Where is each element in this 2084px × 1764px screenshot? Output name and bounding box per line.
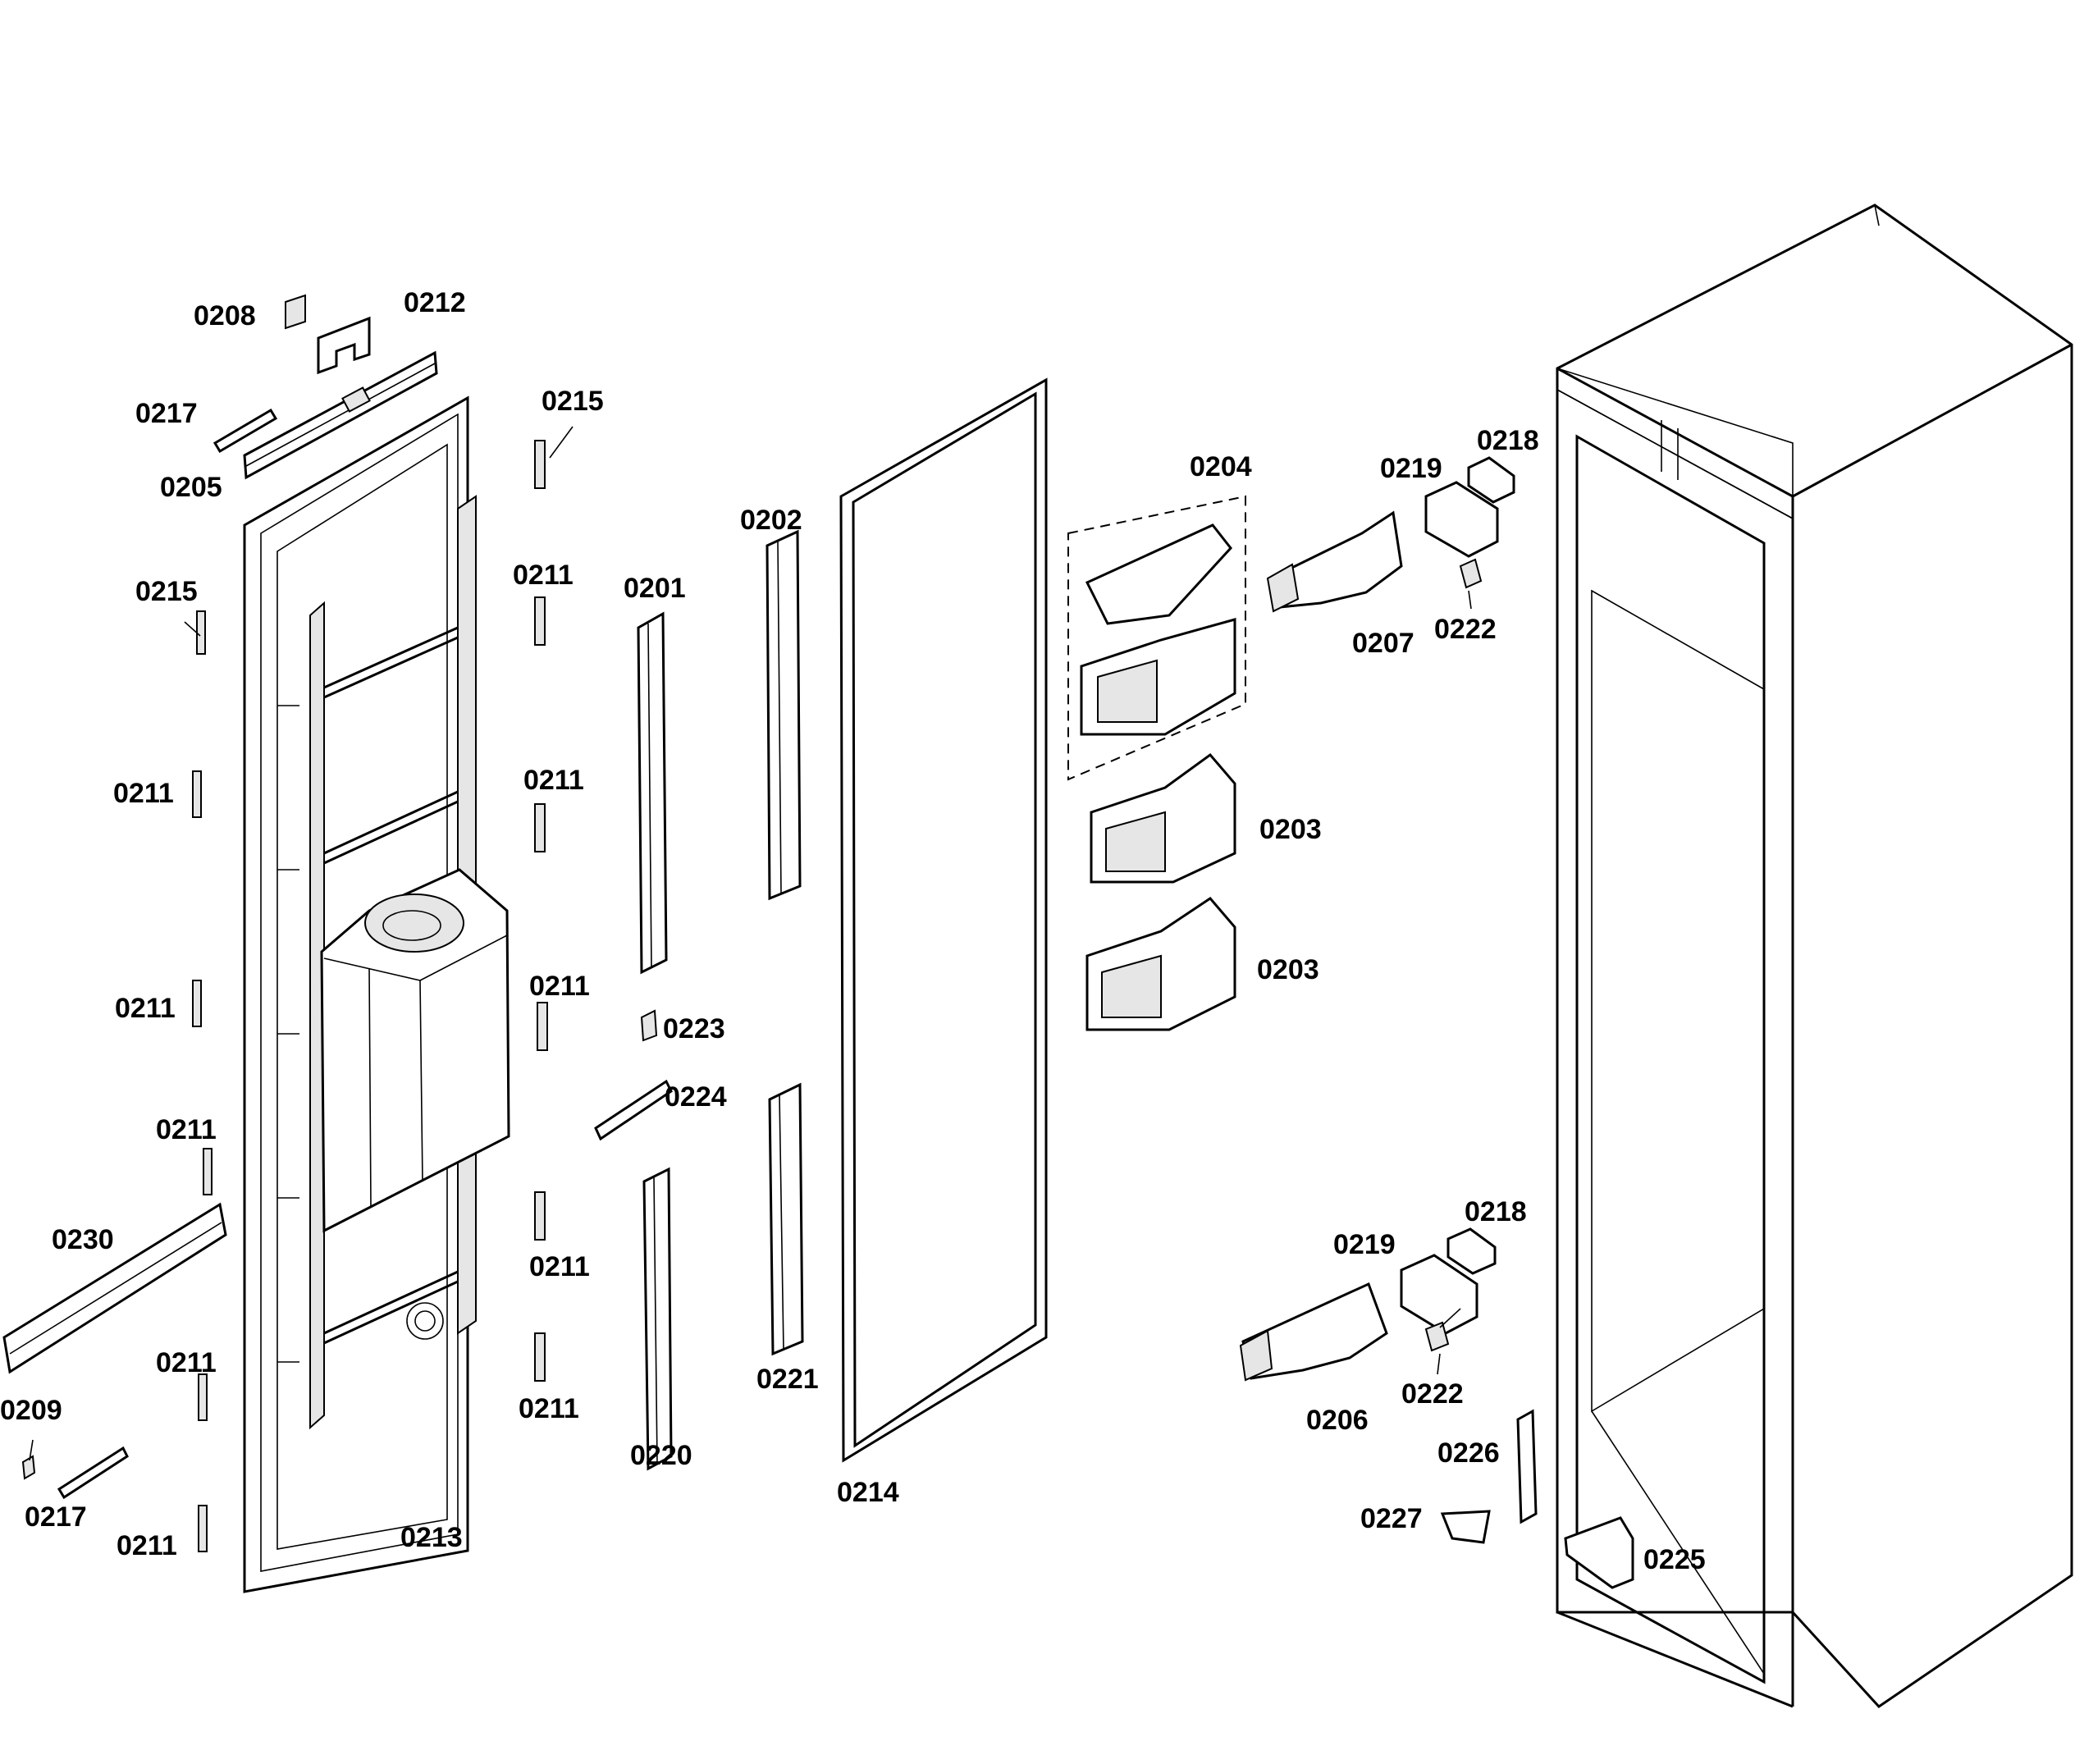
part-0211-left-2 [192, 980, 202, 1027]
part-0214 [839, 377, 1048, 1463]
label-0204: 0204 [1190, 451, 1252, 482]
leader-lines [29, 426, 1472, 1461]
trim-strips [637, 529, 804, 1471]
label-0206: 0206 [1306, 1405, 1369, 1436]
label-0211-l4: 0211 [156, 1347, 217, 1378]
label-0224: 0224 [665, 1081, 727, 1113]
part-0222-upper [1459, 558, 1483, 589]
label-0215-right: 0215 [542, 386, 604, 417]
door-bins [1067, 495, 1246, 1031]
part-0201 [637, 611, 668, 975]
part-0211-left-4 [198, 1373, 208, 1421]
part-0204-outline [1067, 495, 1246, 781]
part-0220 [642, 1167, 673, 1471]
part-0218-upper [1467, 456, 1515, 504]
label-0221: 0221 [756, 1364, 819, 1395]
label-0219-upper: 0219 [1380, 453, 1442, 484]
part-0215-left [196, 610, 206, 655]
part-0226 [1516, 1409, 1538, 1524]
label-0211-l3: 0211 [156, 1114, 217, 1145]
part-0218-lower [1446, 1227, 1497, 1275]
part-0211-mid-3 [537, 1002, 548, 1051]
part-0211-mid-5 [534, 1332, 546, 1382]
label-0208: 0208 [194, 300, 256, 331]
label-0219-lower: 0219 [1333, 1229, 1396, 1260]
door-0213 [243, 395, 510, 1593]
part-0215-right [534, 440, 546, 489]
part-0221 [768, 1082, 804, 1356]
part-0224 [594, 1079, 673, 1141]
label-0215-left: 0215 [135, 576, 198, 607]
label-0202: 0202 [740, 505, 802, 536]
top-hinge-parts [213, 294, 438, 480]
left-clips [2, 610, 227, 1552]
part-0222-lower [1424, 1321, 1450, 1352]
label-0223: 0223 [663, 1013, 725, 1044]
label-0211-l5: 0211 [117, 1530, 177, 1561]
label-0211-m5: 0211 [519, 1393, 579, 1424]
label-0209: 0209 [0, 1395, 62, 1426]
label-0213: 0213 [400, 1522, 463, 1553]
label-0217-top: 0217 [135, 398, 198, 429]
part-0217-bottom [57, 1446, 129, 1500]
lower-hinge [1239, 1227, 1634, 1589]
label-0217-bottom: 0217 [25, 1501, 87, 1533]
label-0212: 0212 [404, 287, 466, 318]
part-0223 [640, 1009, 658, 1042]
part-0212 [317, 316, 371, 375]
part-0225 [1564, 1516, 1634, 1589]
label-0211-l1: 0211 [113, 778, 174, 809]
refrigerator-cabinet [1556, 203, 2073, 1708]
part-0211-left-1 [192, 770, 202, 818]
part-0227 [1440, 1510, 1491, 1544]
part-labels: 0208 0212 0217 0205 0215 0211 0211 0211 … [0, 287, 1706, 1575]
label-0211-m2: 0211 [523, 765, 584, 796]
middle-clips [534, 440, 673, 1382]
label-0225: 0225 [1643, 1544, 1706, 1575]
part-0219-upper [1424, 481, 1499, 558]
part-0206 [1241, 1282, 1388, 1380]
upper-hinge [1266, 456, 1515, 613]
label-0201: 0201 [624, 573, 686, 604]
part-0207 [1268, 510, 1403, 609]
label-0207: 0207 [1352, 628, 1414, 659]
label-0218-lower: 0218 [1465, 1196, 1527, 1227]
label-0227: 0227 [1360, 1503, 1423, 1534]
part-0211-left-3 [203, 1148, 213, 1195]
label-0226: 0226 [1437, 1437, 1500, 1469]
label-0203-lower: 0203 [1257, 954, 1319, 985]
label-0222-lower: 0222 [1401, 1378, 1464, 1410]
label-0222-upper: 0222 [1434, 614, 1497, 645]
label-0211-m1: 0211 [513, 560, 574, 591]
part-0219-lower [1400, 1254, 1478, 1335]
part-0217-top [213, 408, 278, 454]
label-0205: 0205 [160, 472, 222, 503]
part-0209 [21, 1455, 36, 1480]
label-0203-upper: 0203 [1259, 814, 1322, 845]
label-0220: 0220 [630, 1440, 692, 1471]
part-0211-mid-1 [534, 596, 546, 646]
label-0218-upper: 0218 [1477, 425, 1539, 456]
part-0211-mid-4 [534, 1191, 546, 1241]
part-0211-left-5 [198, 1505, 208, 1552]
part-0202 [766, 529, 802, 901]
part-0208 [285, 294, 306, 330]
part-0211-mid-2 [534, 803, 546, 852]
label-0214: 0214 [837, 1477, 899, 1508]
label-0230: 0230 [52, 1224, 114, 1255]
label-0211-m3: 0211 [529, 971, 590, 1002]
label-0211-m4: 0211 [529, 1251, 590, 1282]
label-0211-l2: 0211 [115, 993, 176, 1024]
